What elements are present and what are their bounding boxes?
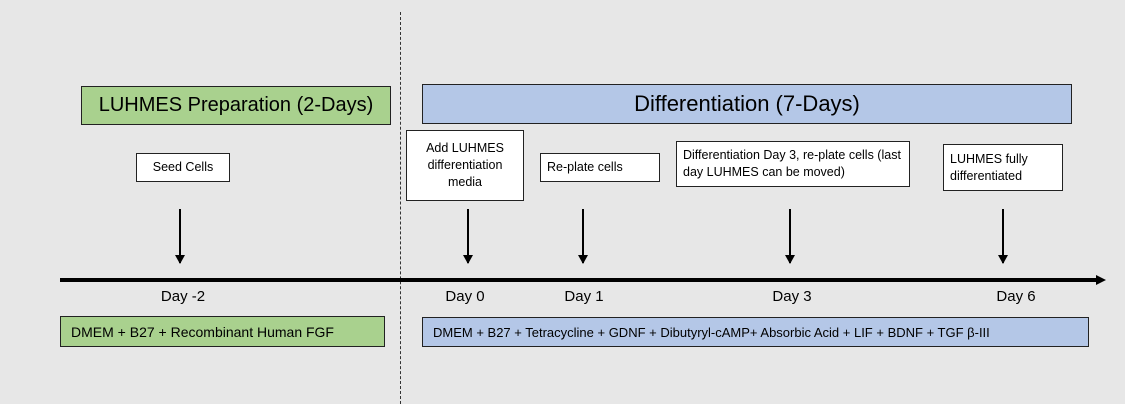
phase-divider [400, 12, 401, 404]
event-day3-replate: Differentiation Day 3, re-plate cells (l… [676, 141, 910, 187]
day-label-0: Day 0 [445, 288, 485, 305]
event-replate-cells-label: Re-plate cells [547, 160, 623, 174]
differentiation-media-box: DMEM + B27 + Tetracycline + GDNF + Dibut… [422, 317, 1089, 347]
arrow-day3 [785, 209, 795, 264]
day-label-minus2: Day -2 [160, 288, 206, 305]
event-fully-differentiated: LUHMES fully differentiated [943, 144, 1063, 191]
event-seed-cells: Seed Cells [136, 153, 230, 182]
day-label-6: Day 6 [996, 288, 1036, 305]
preparation-media-box: DMEM + B27 + Recombinant Human FGF [60, 316, 385, 347]
timeline-axis [60, 275, 1106, 285]
preparation-media-label: DMEM + B27 + Recombinant Human FGF [71, 323, 334, 340]
event-fully-differentiated-label: LUHMES fully differentiated [950, 151, 1028, 183]
event-add-media-label: Add LUHMES differentiation media [426, 141, 504, 189]
preparation-phase-header: LUHMES Preparation (2-Days) [81, 86, 391, 125]
arrow-day-minus2 [175, 209, 185, 264]
arrow-day1 [578, 209, 588, 264]
preparation-phase-label: LUHMES Preparation (2-Days) [98, 94, 374, 116]
event-day3-replate-label: Differentiation Day 3, re-plate cells (l… [683, 148, 901, 179]
event-seed-cells-label: Seed Cells [152, 160, 214, 174]
event-add-media: Add LUHMES differentiation media [406, 130, 524, 201]
day-label-1: Day 1 [564, 288, 604, 305]
arrow-day0 [463, 209, 473, 264]
event-replate-cells: Re-plate cells [540, 153, 660, 182]
differentiation-phase-header: Differentiation (7-Days) [422, 84, 1072, 124]
day-label-3: Day 3 [772, 288, 812, 305]
arrow-day6 [998, 209, 1008, 264]
differentiation-media-label: DMEM + B27 + Tetracycline + GDNF + Dibut… [433, 324, 990, 340]
differentiation-phase-label: Differentiation (7-Days) [634, 91, 860, 116]
